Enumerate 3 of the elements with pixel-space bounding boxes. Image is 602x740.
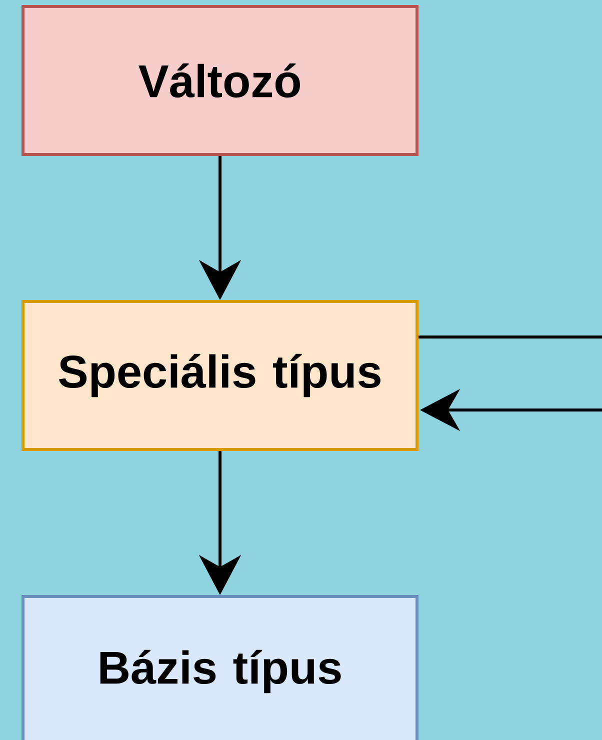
process-box: Változó — [22, 5, 418, 156]
process-box: Bázis típus — [22, 595, 418, 740]
process-box: Speciális típus — [22, 300, 418, 451]
